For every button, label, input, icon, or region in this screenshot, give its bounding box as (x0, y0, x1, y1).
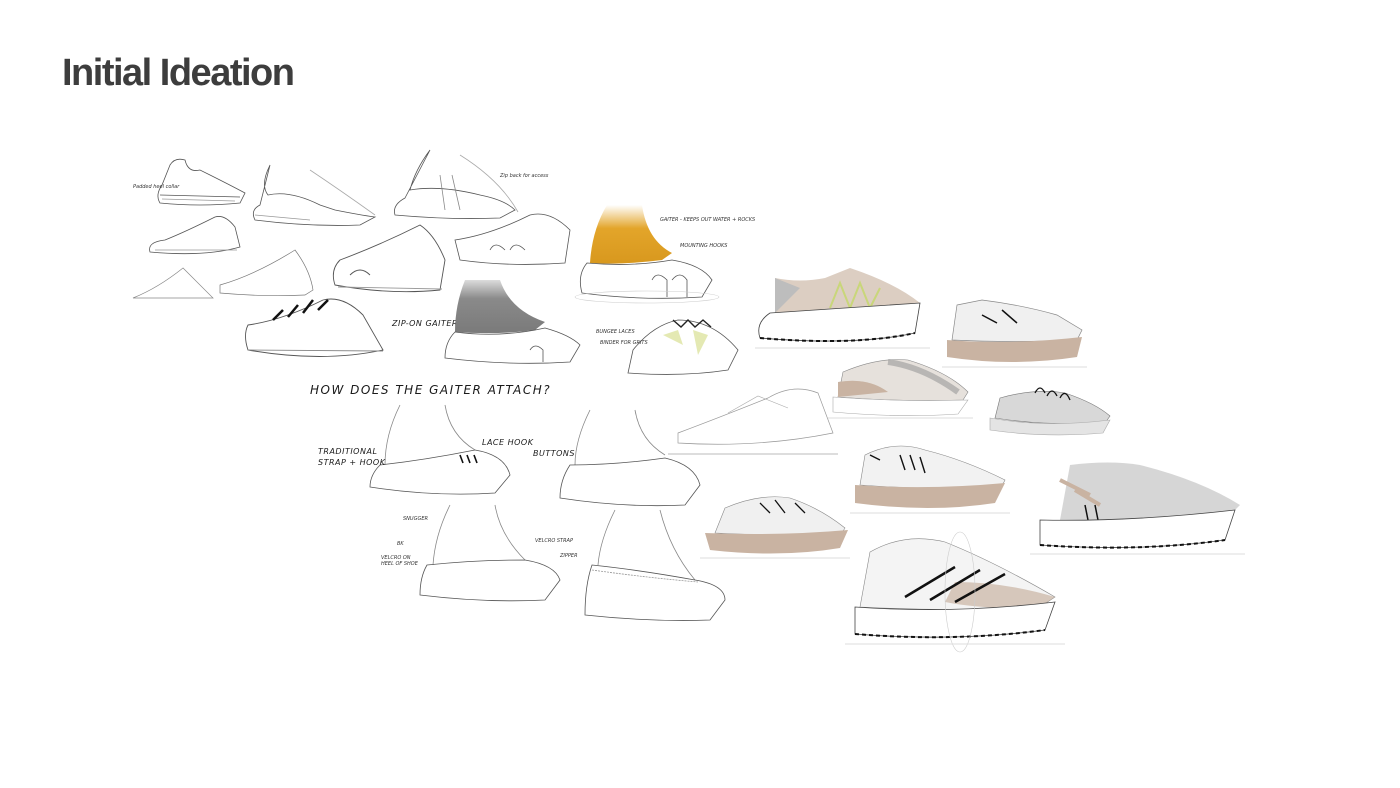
page-title: Initial Ideation (62, 52, 295, 94)
annotation-gaiter: GAITER - KEEPS OUT WATER + ROCKS (660, 217, 756, 223)
annotation-velcro-strap: VELCRO STRAP (535, 538, 573, 544)
sketch-shoe-8 (215, 245, 315, 300)
annotation-binder: BINDER FOR GRITS (600, 340, 648, 346)
sketch-shoe-2 (250, 164, 380, 230)
render-lime-tan-shoe (755, 258, 930, 349)
sketch-shoe-3 (390, 149, 520, 225)
annotation-padded-collar: Padded heel collar (133, 184, 180, 190)
annotation-zip-on-gaiter: ZIP-ON GAITER (392, 318, 458, 329)
render-outline-shoe (668, 378, 838, 456)
sketch-lime-overlay (623, 315, 743, 380)
annotation-zipper: ZIPPER (560, 553, 578, 559)
zip-on-gaiter-text: ZIP-ON GAITER (392, 319, 458, 328)
gaiter-question: HOW DOES THE GAITER ATTACH? (310, 383, 552, 397)
sketch-buttons (555, 409, 705, 510)
annotation-velcro-heel: VELCRO ON HEEL OF SHOE (381, 555, 418, 567)
sketch-grey-gaiter (440, 280, 590, 370)
sketch-velcro (415, 504, 565, 605)
sketch-zipper (580, 509, 730, 625)
sketch-shoe-7 (128, 258, 218, 303)
annotation-bk: BK (397, 541, 404, 547)
sketch-laced-shoe (243, 295, 393, 365)
sketch-shoe-4 (145, 212, 245, 262)
annotation-traditional: TRADITIONAL STRAP + HOOK (318, 447, 386, 467)
annotation-buttons: BUTTONS (533, 449, 575, 458)
render-tan-base-shoe (850, 435, 1010, 515)
sketch-shoe-1 (140, 155, 250, 210)
annotation-bungee: BUNGEE LACES (596, 329, 635, 335)
render-tan-bottom-shoe (700, 488, 850, 560)
render-tan-sole-shoe (942, 295, 1087, 370)
sketch-yellow-gaiter (572, 205, 722, 305)
sketch-shoe-6 (450, 205, 575, 270)
render-grey-shoe (985, 378, 1115, 440)
sketch-strap-hook (365, 404, 515, 500)
render-strap-shoe (1030, 450, 1245, 555)
render-tan-panel-shoe (828, 352, 973, 420)
annotation-snugger: SNUGGER (403, 516, 428, 522)
sketch-shoe-5 (330, 215, 460, 300)
annotation-lace-hook: LACE HOOK (482, 438, 534, 447)
annotation-mounting-hooks: MOUNTING HOOKS (680, 243, 728, 249)
render-black-stripe-shoe (845, 522, 1065, 653)
annotation-zip-back: Zip back for access (500, 173, 549, 179)
